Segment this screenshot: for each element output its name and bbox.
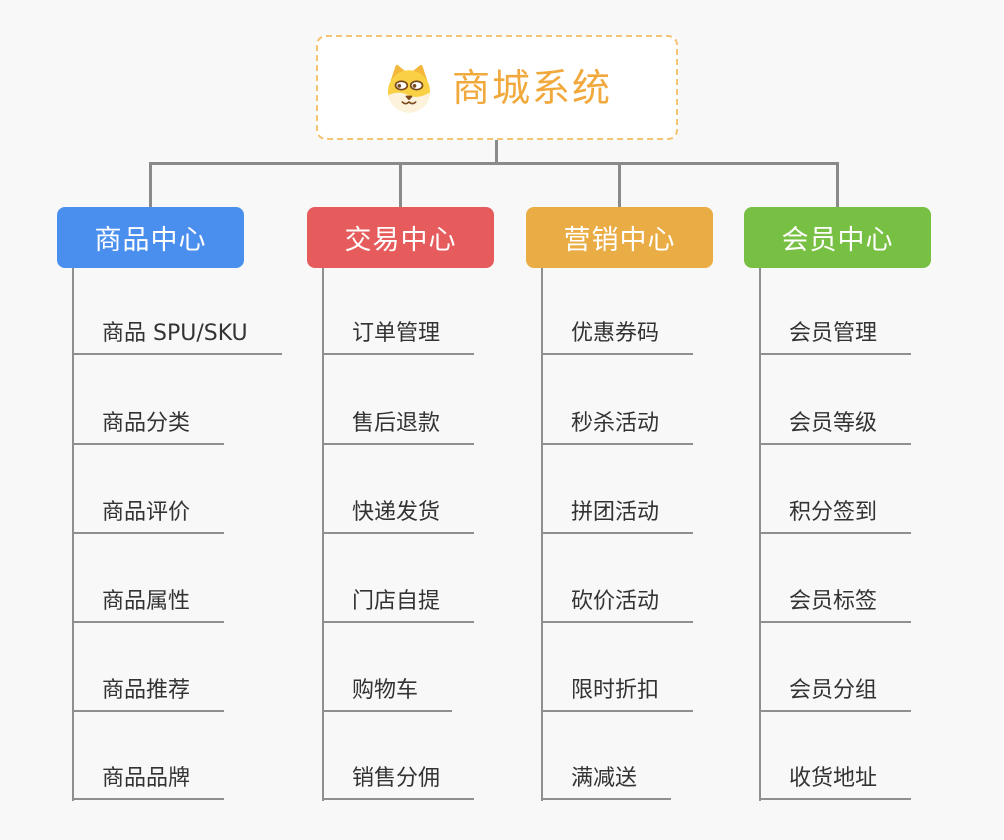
connector-drop-member <box>836 164 839 207</box>
leaf-node-item[interactable]: 订单管理 <box>322 321 475 355</box>
leaf-node-item[interactable]: 售后退款 <box>322 411 475 445</box>
leaf-node-item[interactable]: 拼团活动 <box>541 500 694 534</box>
root-node[interactable]: 商城系统 <box>316 35 678 140</box>
branch-header-trade-center[interactable]: 交易中心 <box>307 207 494 268</box>
leaf-node-item[interactable]: 门店自提 <box>322 589 475 623</box>
connector-bus <box>149 162 839 165</box>
leaf-node-item[interactable]: 销售分佣 <box>322 766 475 800</box>
leaf-node-item[interactable]: 商品评价 <box>72 500 225 534</box>
leaf-node-item[interactable]: 会员管理 <box>759 321 912 355</box>
leaf-node-item[interactable]: 商品属性 <box>72 589 225 623</box>
branch-header-product-center[interactable]: 商品中心 <box>57 207 244 268</box>
connector-stem <box>495 140 498 165</box>
branch-header-marketing-center[interactable]: 营销中心 <box>526 207 713 268</box>
branch-rail-marketing <box>541 268 543 801</box>
leaf-node-item[interactable]: 会员分组 <box>759 678 912 712</box>
leaf-node-item[interactable]: 商品推荐 <box>72 678 225 712</box>
leaf-node-item[interactable]: 限时折扣 <box>541 678 694 712</box>
branch-header-member-center[interactable]: 会员中心 <box>744 207 931 268</box>
leaf-node-item[interactable]: 商品 SPU/SKU <box>72 321 282 355</box>
branch-rail-trade <box>322 268 324 801</box>
branch-rail-member <box>759 268 761 801</box>
dog-face-icon <box>382 62 436 114</box>
leaf-node-item[interactable]: 会员标签 <box>759 589 912 623</box>
leaf-node-item[interactable]: 秒杀活动 <box>541 411 694 445</box>
connector-drop-product <box>149 164 152 207</box>
leaf-node-item[interactable]: 积分签到 <box>759 500 912 534</box>
connector-drop-marketing <box>618 164 621 207</box>
branch-rail-product <box>72 268 74 801</box>
leaf-node-item[interactable]: 会员等级 <box>759 411 912 445</box>
leaf-node-item[interactable]: 商品品牌 <box>72 766 225 800</box>
leaf-node-item[interactable]: 优惠券码 <box>541 321 694 355</box>
root-title: 商城系统 <box>451 65 612 110</box>
leaf-node-item[interactable]: 砍价活动 <box>541 589 694 623</box>
leaf-node-item[interactable]: 收货地址 <box>759 766 912 800</box>
connector-drop-trade <box>399 164 402 207</box>
leaf-node-item[interactable]: 商品分类 <box>72 411 225 445</box>
leaf-node-item[interactable]: 快递发货 <box>322 500 475 534</box>
leaf-node-item[interactable]: 满减送 <box>541 766 672 800</box>
leaf-node-item[interactable]: 购物车 <box>322 678 453 712</box>
